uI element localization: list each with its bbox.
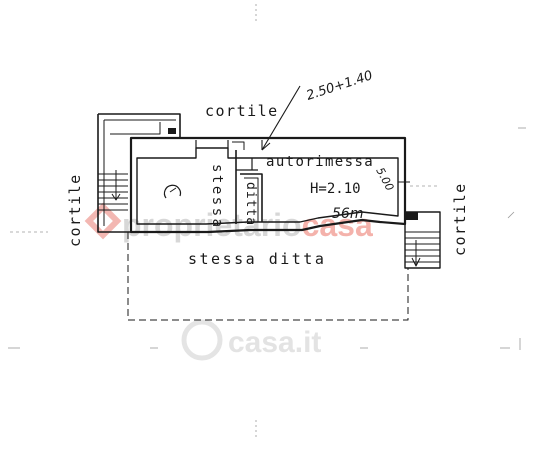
watermark-secondary: casa.it bbox=[228, 326, 321, 359]
label-dimension-handwritten: 2.50+1.40 bbox=[305, 68, 375, 104]
label-cortile-top: cortile bbox=[205, 102, 279, 120]
label-small-handwritten: 5.00 bbox=[373, 165, 396, 193]
property-boundary bbox=[127, 232, 409, 321]
label-stessa-vertical: stessa bbox=[209, 164, 225, 230]
small-room-wall bbox=[240, 173, 263, 222]
right-stairs bbox=[404, 211, 441, 269]
inner-wall bbox=[136, 147, 399, 225]
label-area-handwritten: 56m bbox=[332, 206, 363, 222]
label-height: H=2.10 bbox=[310, 181, 361, 197]
label-autorimessa: autorimessa bbox=[266, 154, 374, 170]
outer-wall bbox=[129, 136, 407, 234]
storage-mark bbox=[163, 184, 182, 199]
watermark-logo-icon bbox=[84, 202, 122, 240]
plan-lines bbox=[97, 85, 441, 321]
label-stessa-ditta: stessa ditta bbox=[188, 250, 326, 268]
stair-block bbox=[98, 113, 181, 138]
reference-lines bbox=[8, 4, 526, 440]
label-ditta-vertical: ditta bbox=[243, 182, 258, 226]
label-cortile-left: cortile bbox=[66, 173, 84, 247]
leader-arrow bbox=[261, 85, 301, 151]
watermark-layer: proprietariocasa casa.it bbox=[84, 202, 373, 361]
watermark-main: proprietariocasa bbox=[122, 207, 373, 243]
watermark-secondary-icon bbox=[181, 319, 223, 361]
left-stairs bbox=[98, 170, 128, 211]
label-cortile-right: cortile bbox=[451, 182, 469, 256]
